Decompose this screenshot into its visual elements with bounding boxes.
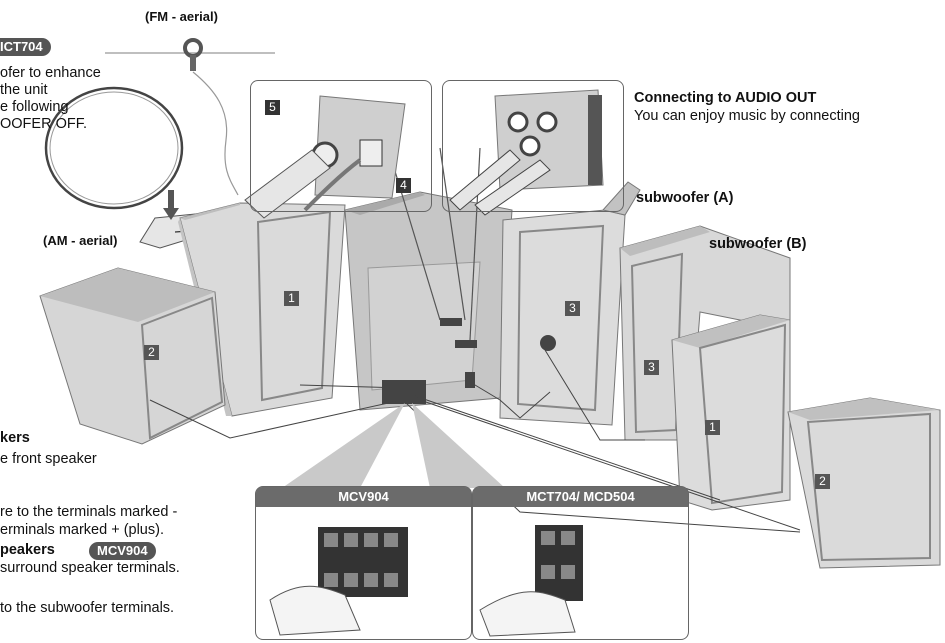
fm-aerial-connector bbox=[185, 40, 238, 195]
callout-wedge-left bbox=[282, 403, 405, 488]
terminal-panel-left-title: MCV904 bbox=[256, 487, 471, 507]
marker-2-right: 2 bbox=[815, 474, 830, 489]
subwoofer-b-label: subwoofer (B) bbox=[709, 236, 806, 253]
speakers-heading: kers bbox=[0, 430, 30, 447]
left-text-line-3: e following bbox=[0, 99, 69, 116]
terminals-plus-text: erminals marked + (plus). bbox=[0, 522, 164, 539]
marker-3-right: 3 bbox=[644, 360, 659, 375]
speaker-front-right-1 bbox=[672, 315, 790, 510]
terminals-minus-text: re to the terminals marked - bbox=[0, 504, 177, 521]
surround-speakers-heading: peakers bbox=[0, 542, 55, 559]
marker-3-center: 3 bbox=[565, 301, 580, 316]
main-unit bbox=[345, 192, 512, 410]
subwoofer-a-label: subwoofer (A) bbox=[636, 190, 733, 207]
marker-4: 4 bbox=[396, 178, 411, 193]
left-text-line-4: OOFER OFF. bbox=[0, 116, 87, 133]
subwoofer-terminals-text: to the subwoofer terminals. bbox=[0, 600, 174, 617]
marker-1-right: 1 bbox=[705, 420, 720, 435]
left-text-line-1: ofer to enhance bbox=[0, 65, 101, 82]
audio-out-title: Connecting to AUDIO OUT bbox=[634, 90, 816, 107]
left-text-line-2: the unit bbox=[0, 82, 48, 99]
surround-terminals-text: surround speaker terminals. bbox=[0, 560, 180, 577]
detail-box-audio-out bbox=[442, 80, 624, 212]
audio-out-text: You can enjoy music by connecting bbox=[634, 108, 860, 125]
speaker-front-left-2 bbox=[40, 268, 225, 444]
marker-5: 5 bbox=[265, 100, 280, 115]
terminal-panel-right: MCT704/ MCD504 bbox=[472, 486, 689, 640]
marker-2-left: 2 bbox=[144, 345, 159, 360]
model-badge-mid: MCV904 bbox=[89, 542, 156, 560]
front-speaker-text: e front speaker bbox=[0, 451, 97, 468]
fm-aerial-label: (FM - aerial) bbox=[145, 8, 218, 25]
model-badge-top: ICT704 bbox=[0, 38, 51, 56]
terminal-panel-left: MCV904 bbox=[255, 486, 472, 640]
marker-1-left: 1 bbox=[284, 291, 299, 306]
terminal-panel-right-title: MCT704/ MCD504 bbox=[473, 487, 688, 507]
speaker-front-right-2 bbox=[788, 398, 940, 568]
callout-wedge-right bbox=[412, 403, 505, 488]
am-aerial-label: (AM - aerial) bbox=[43, 232, 117, 249]
